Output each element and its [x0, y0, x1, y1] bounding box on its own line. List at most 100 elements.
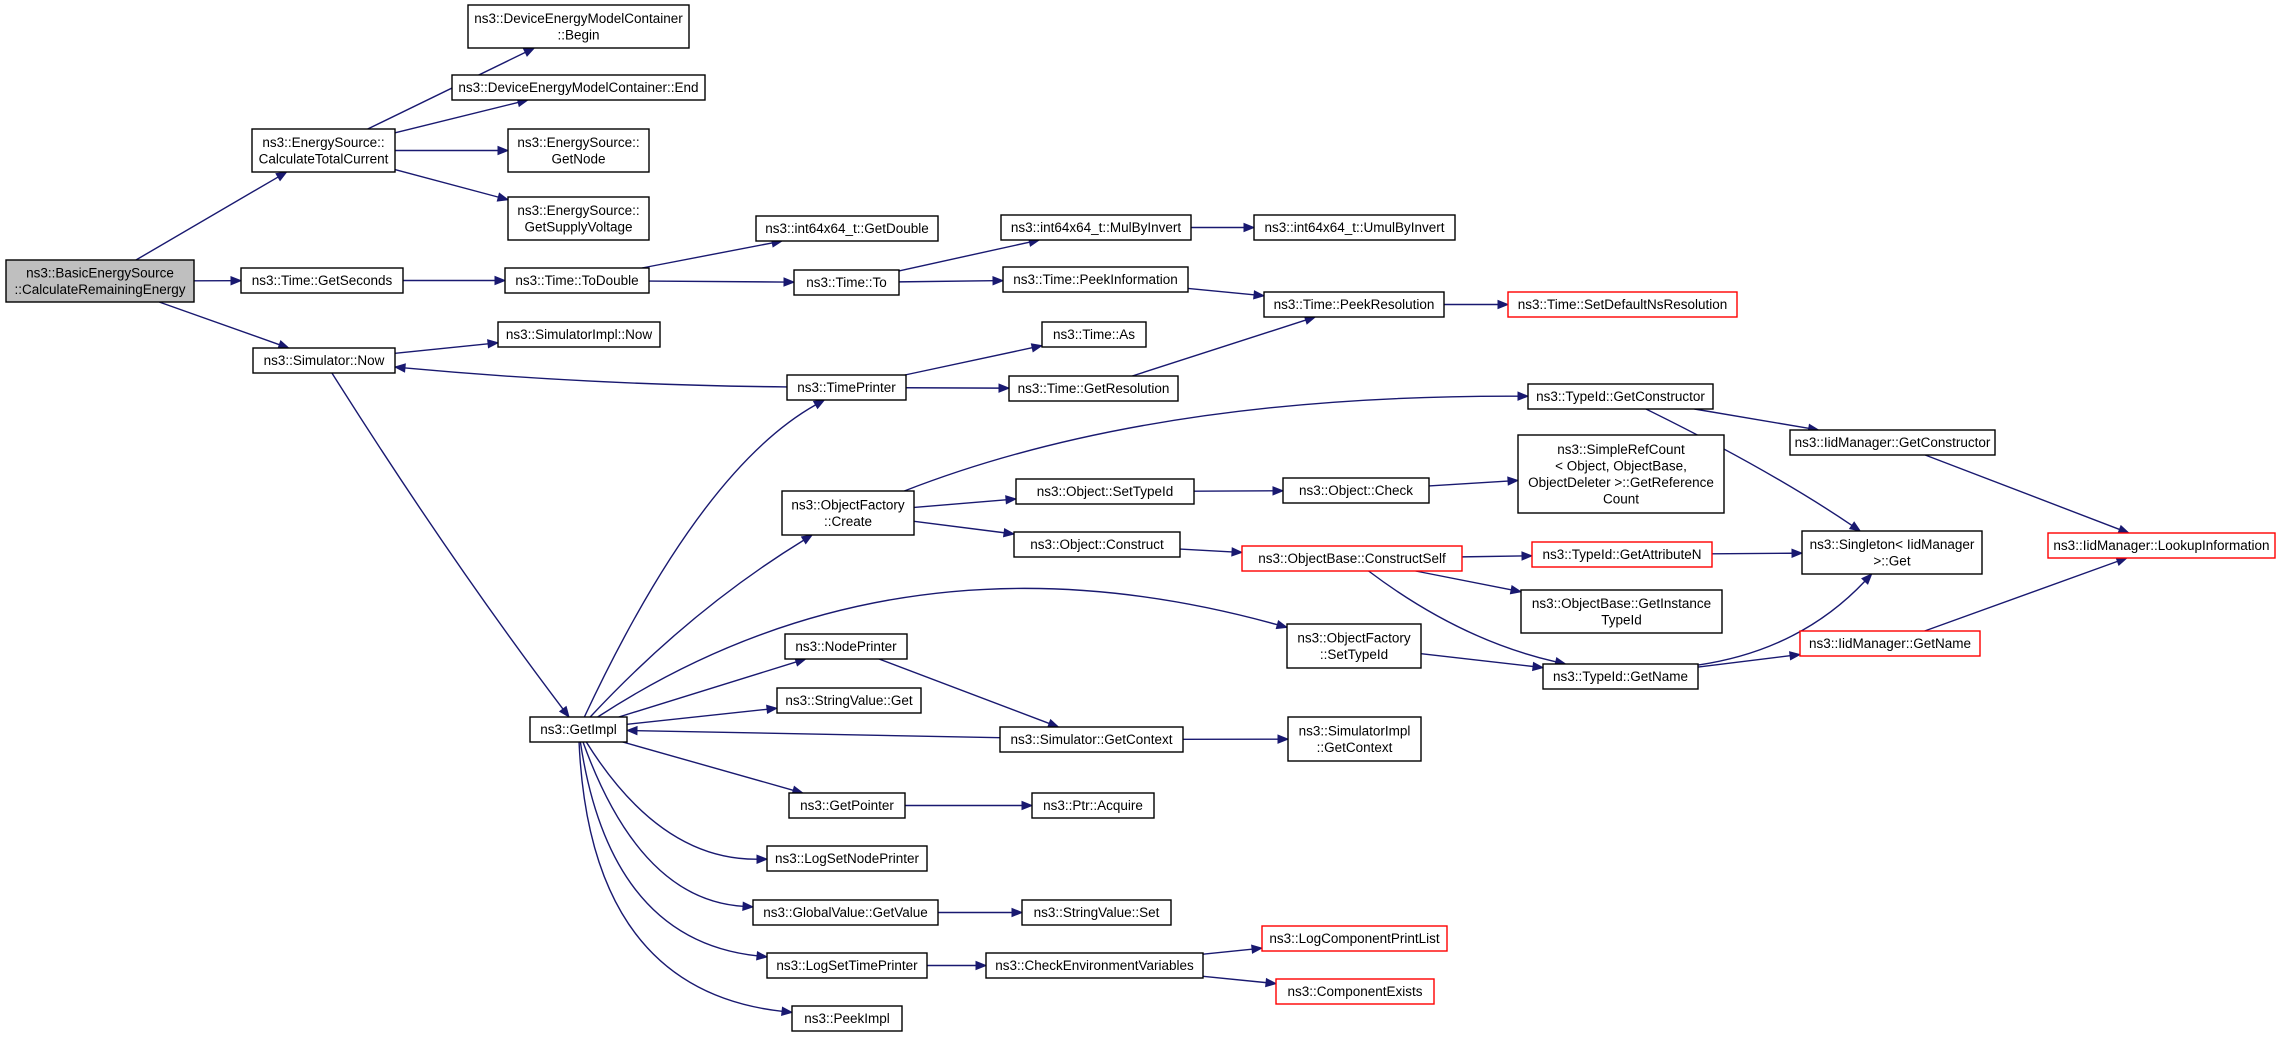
node-box[interactable]	[2047, 532, 2276, 559]
node-box[interactable]	[1041, 321, 1147, 348]
node-box[interactable]	[1282, 477, 1430, 504]
function-node-logsetnodeprinter[interactable]: ns3::LogSetNodePrinter	[766, 845, 928, 872]
function-node-typeid-getname[interactable]: ns3::TypeId::GetName	[1542, 663, 1699, 690]
function-node-simimpl-now[interactable]: ns3::SimulatorImpl::Now	[497, 321, 661, 348]
node-box[interactable]	[507, 128, 650, 173]
node-box[interactable]	[766, 845, 928, 872]
function-node-typeid-getattrn[interactable]: ns3::TypeId::GetAttributeN	[1531, 541, 1713, 568]
function-node-root[interactable]: ns3::BasicEnergySource::CalculateRemaini…	[5, 259, 195, 303]
node-box[interactable]	[467, 4, 690, 49]
function-node-time-setdefault[interactable]: ns3::Time::SetDefaultNsResolution	[1507, 291, 1738, 318]
function-node-demc-end[interactable]: ns3::DeviceEnergyModelContainer::End	[451, 74, 706, 101]
function-node-time-getres[interactable]: ns3::Time::GetResolution	[1008, 375, 1179, 402]
function-node-of-settypeid[interactable]: ns3::ObjectFactory::SetTypeId	[1286, 623, 1422, 669]
function-node-timeprinter[interactable]: ns3::TimePrinter	[786, 374, 907, 401]
node-box[interactable]	[497, 321, 661, 348]
node-box[interactable]	[1253, 214, 1456, 241]
function-node-typeid-getctor[interactable]: ns3::TypeId::GetConstructor	[1527, 383, 1714, 410]
function-node-time-to[interactable]: ns3::Time::To	[793, 269, 900, 296]
function-node-gv-getvalue[interactable]: ns3::GlobalValue::GetValue	[752, 899, 939, 926]
function-node-demc-begin[interactable]: ns3::DeviceEnergyModelContainer::Begin	[467, 4, 690, 49]
function-node-i64-mulbyinvert[interactable]: ns3::int64x64_t::MulByInvert	[1000, 214, 1192, 241]
function-node-ptr-acquire[interactable]: ns3::Ptr::Acquire	[1031, 792, 1155, 819]
node-box[interactable]	[781, 490, 915, 536]
function-node-time-as[interactable]: ns3::Time::As	[1041, 321, 1147, 348]
function-node-obj-check[interactable]: ns3::Object::Check	[1282, 477, 1430, 504]
node-box[interactable]	[788, 792, 906, 819]
node-box[interactable]	[252, 347, 396, 374]
function-node-singleton-get[interactable]: ns3::Singleton< IidManager>::Get	[1801, 530, 1983, 575]
function-node-es-getnode[interactable]: ns3::EnergySource::GetNode	[507, 128, 650, 173]
node-box[interactable]	[791, 1005, 903, 1032]
function-node-sim-getcontext[interactable]: ns3::Simulator::GetContext	[999, 726, 1184, 753]
node-box[interactable]	[1275, 978, 1435, 1005]
function-node-iid-lookup[interactable]: ns3::IidManager::LookupInformation	[2047, 532, 2276, 559]
node-box[interactable]	[1789, 429, 1996, 456]
node-box[interactable]	[504, 267, 650, 294]
node-box[interactable]	[786, 374, 907, 401]
function-node-of-create[interactable]: ns3::ObjectFactory::Create	[781, 490, 915, 536]
node-box[interactable]	[766, 952, 928, 979]
node-box[interactable]	[1517, 434, 1725, 514]
node-box[interactable]	[776, 687, 922, 714]
function-node-ob-constructself[interactable]: ns3::ObjectBase::ConstructSelf	[1241, 545, 1463, 572]
node-box[interactable]	[1542, 663, 1699, 690]
function-node-logsettimeprinter[interactable]: ns3::LogSetTimePrinter	[766, 952, 928, 979]
function-node-logcomp-printlist[interactable]: ns3::LogComponentPrintList	[1261, 925, 1448, 952]
function-node-stringvalue-set[interactable]: ns3::StringValue::Set	[1021, 899, 1172, 926]
node-box[interactable]	[451, 74, 706, 101]
function-node-time-peekinfo[interactable]: ns3::Time::PeekInformation	[1002, 266, 1189, 293]
node-box[interactable]	[1013, 531, 1181, 558]
function-node-iid-getctor[interactable]: ns3::IidManager::GetConstructor	[1789, 429, 1996, 456]
function-node-es-supply[interactable]: ns3::EnergySource::GetSupplyVoltage	[507, 196, 650, 241]
function-node-time-getseconds[interactable]: ns3::Time::GetSeconds	[240, 267, 404, 294]
function-node-i64-getdouble[interactable]: ns3::int64x64_t::GetDouble	[755, 215, 939, 242]
function-node-simplerefcount[interactable]: ns3::SimpleRefCount< Object, ObjectBase,…	[1517, 434, 1725, 514]
node-box[interactable]	[1021, 899, 1172, 926]
node-box[interactable]	[1031, 792, 1155, 819]
node-box[interactable]	[507, 196, 650, 241]
function-node-time-todouble[interactable]: ns3::Time::ToDouble	[504, 267, 650, 294]
node-box[interactable]	[1531, 541, 1713, 568]
function-node-getimpl[interactable]: ns3::GetImpl	[529, 716, 628, 743]
node-box[interactable]	[1263, 291, 1445, 318]
node-box[interactable]	[1520, 589, 1723, 634]
node-box[interactable]	[529, 716, 628, 743]
function-node-getpointer[interactable]: ns3::GetPointer	[788, 792, 906, 819]
node-box[interactable]	[1261, 925, 1448, 952]
node-box[interactable]	[1507, 291, 1738, 318]
node-box[interactable]	[1241, 545, 1463, 572]
node-box[interactable]	[5, 259, 195, 303]
node-box[interactable]	[1801, 530, 1983, 575]
node-box[interactable]	[755, 215, 939, 242]
function-node-peekimpl[interactable]: ns3::PeekImpl	[791, 1005, 903, 1032]
function-node-nodeprinter[interactable]: ns3::NodePrinter	[784, 633, 908, 660]
function-node-simimpl-getcontext[interactable]: ns3::SimulatorImpl::GetContext	[1287, 716, 1422, 762]
function-node-stringvalue-get[interactable]: ns3::StringValue::Get	[776, 687, 922, 714]
node-box[interactable]	[784, 633, 908, 660]
node-box[interactable]	[793, 269, 900, 296]
function-node-obj-construct[interactable]: ns3::Object::Construct	[1013, 531, 1181, 558]
node-box[interactable]	[1000, 214, 1192, 241]
node-box[interactable]	[1002, 266, 1189, 293]
node-box[interactable]	[1527, 383, 1714, 410]
node-box[interactable]	[752, 899, 939, 926]
function-node-i64-umulbyinvert[interactable]: ns3::int64x64_t::UmulByInvert	[1253, 214, 1456, 241]
node-box[interactable]	[251, 128, 396, 173]
function-node-checkenv[interactable]: ns3::CheckEnvironmentVariables	[985, 952, 1204, 979]
node-box[interactable]	[1286, 623, 1422, 669]
node-box[interactable]	[240, 267, 404, 294]
function-node-compexists[interactable]: ns3::ComponentExists	[1275, 978, 1435, 1005]
node-box[interactable]	[1008, 375, 1179, 402]
function-node-iid-getname[interactable]: ns3::IidManager::GetName	[1799, 630, 1981, 657]
function-node-time-peekres[interactable]: ns3::Time::PeekResolution	[1263, 291, 1445, 318]
node-box[interactable]	[1287, 716, 1422, 762]
node-box[interactable]	[1799, 630, 1981, 657]
function-node-es-total[interactable]: ns3::EnergySource::CalculateTotalCurrent	[251, 128, 396, 173]
node-box[interactable]	[985, 952, 1204, 979]
function-node-obj-settypeid[interactable]: ns3::Object::SetTypeId	[1015, 478, 1195, 505]
node-box[interactable]	[1015, 478, 1195, 505]
node-box[interactable]	[999, 726, 1184, 753]
function-node-sim-now[interactable]: ns3::Simulator::Now	[252, 347, 396, 374]
